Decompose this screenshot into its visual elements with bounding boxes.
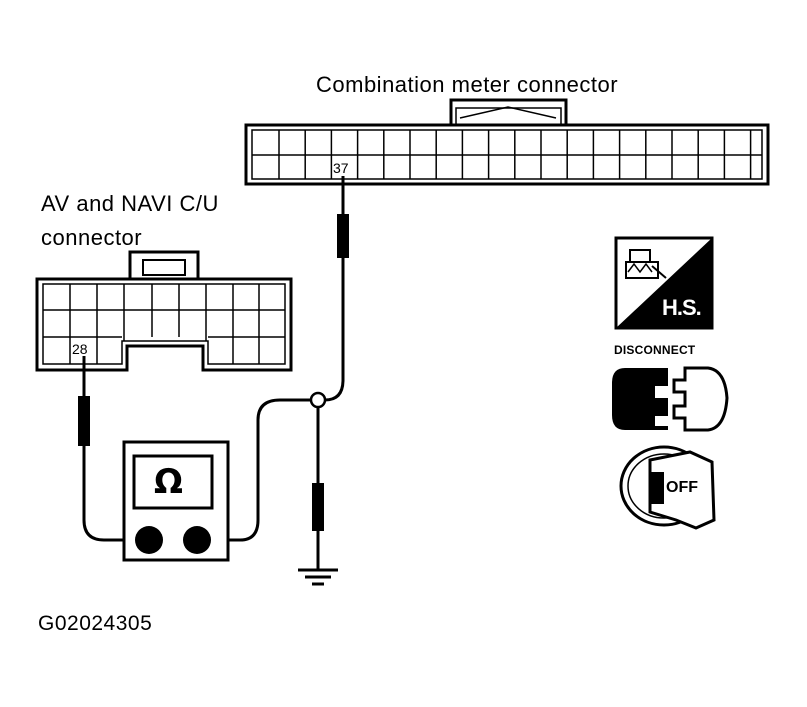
hs-label: H.S. — [662, 295, 702, 320]
probe-clip-ground — [312, 483, 324, 531]
probe-clip-28 — [78, 396, 90, 446]
ground-wire — [312, 407, 324, 570]
probe-clip-37 — [337, 214, 349, 258]
figure-code: G02024305 — [38, 612, 153, 635]
ohm-symbol: Ω — [154, 462, 183, 502]
av-navi-connector-label-line1: AV and NAVI C/U — [41, 191, 219, 216]
junction-point — [309, 391, 327, 409]
ground-icon — [298, 568, 338, 586]
meter-to-junction-wire — [205, 398, 311, 542]
hs-icon — [614, 236, 714, 330]
meter-terminal-right — [183, 526, 211, 554]
av-navi-connector — [35, 250, 293, 372]
disconnect-label: DISCONNECT — [614, 343, 696, 357]
ignition-off-icon — [619, 445, 716, 530]
meter-terminal-left — [135, 526, 163, 554]
combination-meter-connector-label: Combination meter connector — [316, 72, 619, 97]
wire-from-pin-37 — [324, 176, 349, 402]
av-navi-connector-label-line2: connector — [41, 225, 143, 250]
ohmmeter — [122, 440, 230, 562]
disconnect-icon — [612, 366, 729, 432]
combination-meter-pin-number: 37 — [333, 160, 349, 176]
av-navi-pin-number: 28 — [72, 341, 88, 357]
wire-from-pin-28 — [78, 356, 130, 542]
ignition-off-label: OFF — [666, 479, 698, 496]
combination-meter-connector — [244, 98, 770, 186]
